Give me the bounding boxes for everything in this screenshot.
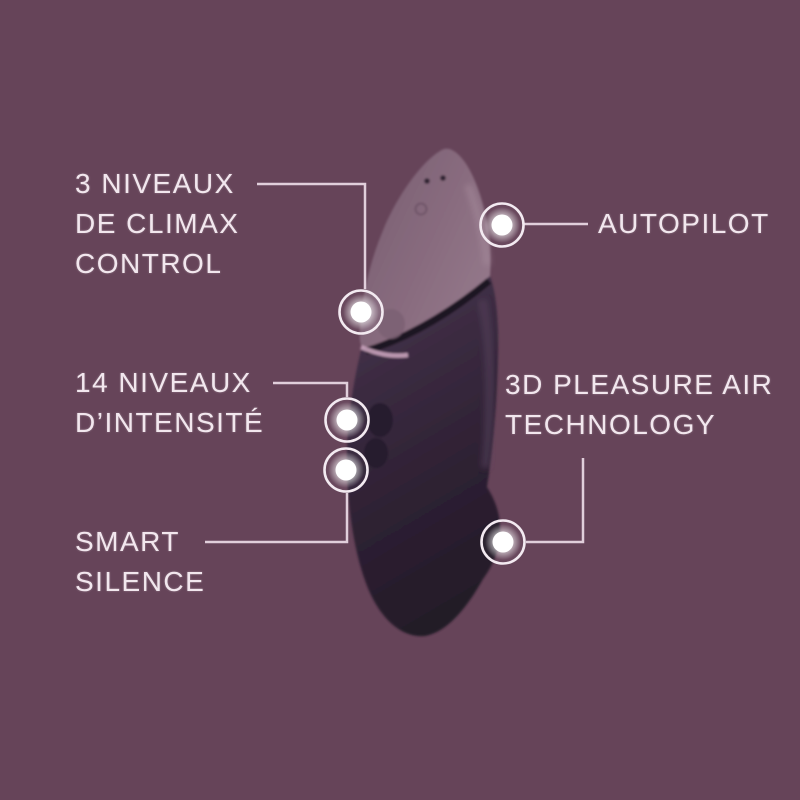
device-body-sheen (477, 298, 494, 469)
callout-line-pleasure-air (526, 458, 585, 544)
device-speaker-dot (440, 175, 446, 181)
marker-dot (350, 301, 372, 323)
device-seam-highlight (360, 344, 409, 358)
marker-ring (324, 397, 370, 443)
callout-line-climax-control (257, 182, 367, 289)
marker-dot (336, 409, 358, 431)
label-line: 3D PLEASURE AIR (505, 369, 774, 400)
label-climax-control: 3 NIVEAUX DE CLIMAX CONTROL (75, 164, 239, 284)
device-stimulator-lip (377, 309, 405, 339)
device-body (346, 276, 501, 637)
marker-ring (480, 519, 526, 565)
device-seam (364, 278, 492, 355)
callout-line-smart-silence (205, 493, 349, 544)
label-intensity: 14 NIVEAUX D’INTENSITÉ (75, 363, 264, 443)
marker-dot (491, 214, 513, 236)
label-line: AUTOPILOT (598, 208, 770, 239)
callout-markers (323, 202, 526, 565)
device-speaker-dot (424, 178, 430, 184)
marker-pleasure-air (480, 519, 526, 565)
device-logo-ring-icon (414, 202, 428, 216)
marker-autopilot (479, 202, 525, 248)
callout-lines (205, 182, 588, 544)
label-smart-silence: SMART SILENCE (75, 522, 205, 602)
device-illustration (346, 148, 501, 637)
marker-dot (335, 459, 357, 481)
label-pleasure-air: 3D PLEASURE AIR TECHNOLOGY (505, 365, 773, 445)
label-line: 14 NIVEAUX (75, 367, 252, 398)
device-head (359, 148, 491, 349)
label-line: CONTROL (75, 248, 223, 279)
label-line: 3 NIVEAUX (75, 168, 235, 199)
label-line: SMART (75, 526, 180, 557)
label-line: SILENCE (75, 566, 206, 597)
marker-intensity-up (324, 397, 370, 443)
device-button-minus (364, 438, 388, 468)
marker-ring (479, 202, 525, 248)
marker-ring (338, 289, 384, 335)
label-autopilot: AUTOPILOT (598, 204, 770, 244)
label-line: TECHNOLOGY (505, 409, 717, 440)
marker-intensity-down (323, 447, 369, 493)
label-line: DE CLIMAX (75, 208, 240, 239)
marker-ring (323, 447, 369, 493)
marker-dot (492, 531, 514, 553)
label-line: D’INTENSITÉ (75, 407, 265, 438)
callout-line-intensity (273, 381, 349, 397)
marker-climax-control (338, 289, 384, 335)
device-button-plus (367, 403, 393, 437)
